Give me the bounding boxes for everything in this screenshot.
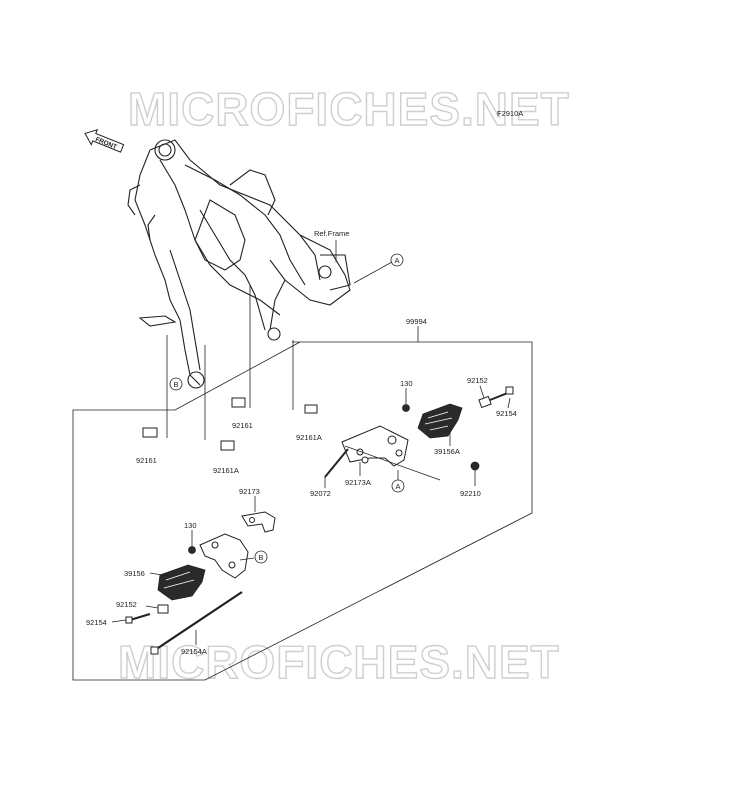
sticker-92161-left — [142, 427, 158, 438]
collar-92152-right — [478, 395, 492, 409]
sticker-92161a-mid — [304, 404, 318, 414]
callout-a-top: A — [390, 253, 404, 267]
nut-130-left — [188, 546, 196, 554]
left-mount-bracket — [199, 533, 249, 579]
cable-tie-92072 — [324, 448, 349, 478]
svg-text:A: A — [396, 482, 401, 491]
leader-39156 — [149, 572, 169, 577]
label-92173a: 92173A — [345, 478, 371, 487]
label-92161-left: 92161 — [136, 456, 157, 465]
callout-a-top-leader — [353, 261, 393, 284]
nut-92210 — [470, 461, 480, 471]
watermark-top: MICROFICHES.NET — [128, 83, 570, 135]
svg-text:B: B — [174, 380, 179, 389]
assembly-number: 99994 — [406, 317, 427, 326]
callout-b-frame: B — [169, 377, 183, 391]
label-92161a-left: 92161A — [213, 466, 239, 475]
collar-92152-left — [157, 604, 169, 614]
front-arrow-icon: FRONT — [84, 128, 125, 153]
label-92161-mid: 92161 — [232, 421, 253, 430]
left-bracket — [241, 511, 276, 533]
motorcycle-frame — [127, 139, 351, 389]
assembly-outline — [72, 341, 533, 681]
label-130-right: 130 — [400, 379, 413, 388]
label-92154-left: 92154 — [86, 618, 107, 627]
label-39156: 39156 — [124, 569, 145, 578]
label-92154-right: 92154 — [496, 409, 517, 418]
right-bracket — [341, 425, 409, 467]
nut-130-right — [402, 404, 410, 412]
right-frame-slider — [417, 403, 463, 439]
label-92154a: 92154A — [181, 647, 207, 656]
label-92161a-mid: 92161A — [296, 433, 322, 442]
callout-a-lower: A — [391, 479, 405, 493]
bolt-92154-left — [125, 613, 151, 624]
ref-frame-label: Ref.Frame — [314, 229, 349, 238]
figure-code: F2910A — [497, 109, 523, 118]
leader-92154-right — [507, 397, 511, 409]
label-92152-right: 92152 — [467, 376, 488, 385]
sticker-92161a-left — [220, 440, 235, 451]
label-130-left: 130 — [184, 521, 197, 530]
left-frame-slider — [157, 564, 206, 601]
sticker-92161-mid — [231, 397, 246, 408]
leader-92152-left — [145, 605, 159, 609]
label-92152-left: 92152 — [116, 600, 137, 609]
long-bolt-92154a — [150, 591, 243, 655]
connector-line-right — [344, 445, 441, 481]
leader-92152-right — [479, 385, 485, 399]
leader-callout-b-lower — [239, 557, 255, 561]
label-92210: 92210 — [460, 489, 481, 498]
label-39156a: 39156A — [434, 447, 460, 456]
svg-text:B: B — [259, 553, 264, 562]
callout-b-lower: B — [254, 550, 268, 564]
leader-92154-left — [111, 619, 127, 623]
spacer-92173a — [361, 456, 369, 464]
label-92072: 92072 — [310, 489, 331, 498]
svg-text:A: A — [395, 256, 400, 265]
bolt-92154-right — [489, 386, 514, 401]
label-92173: 92173 — [239, 487, 260, 496]
